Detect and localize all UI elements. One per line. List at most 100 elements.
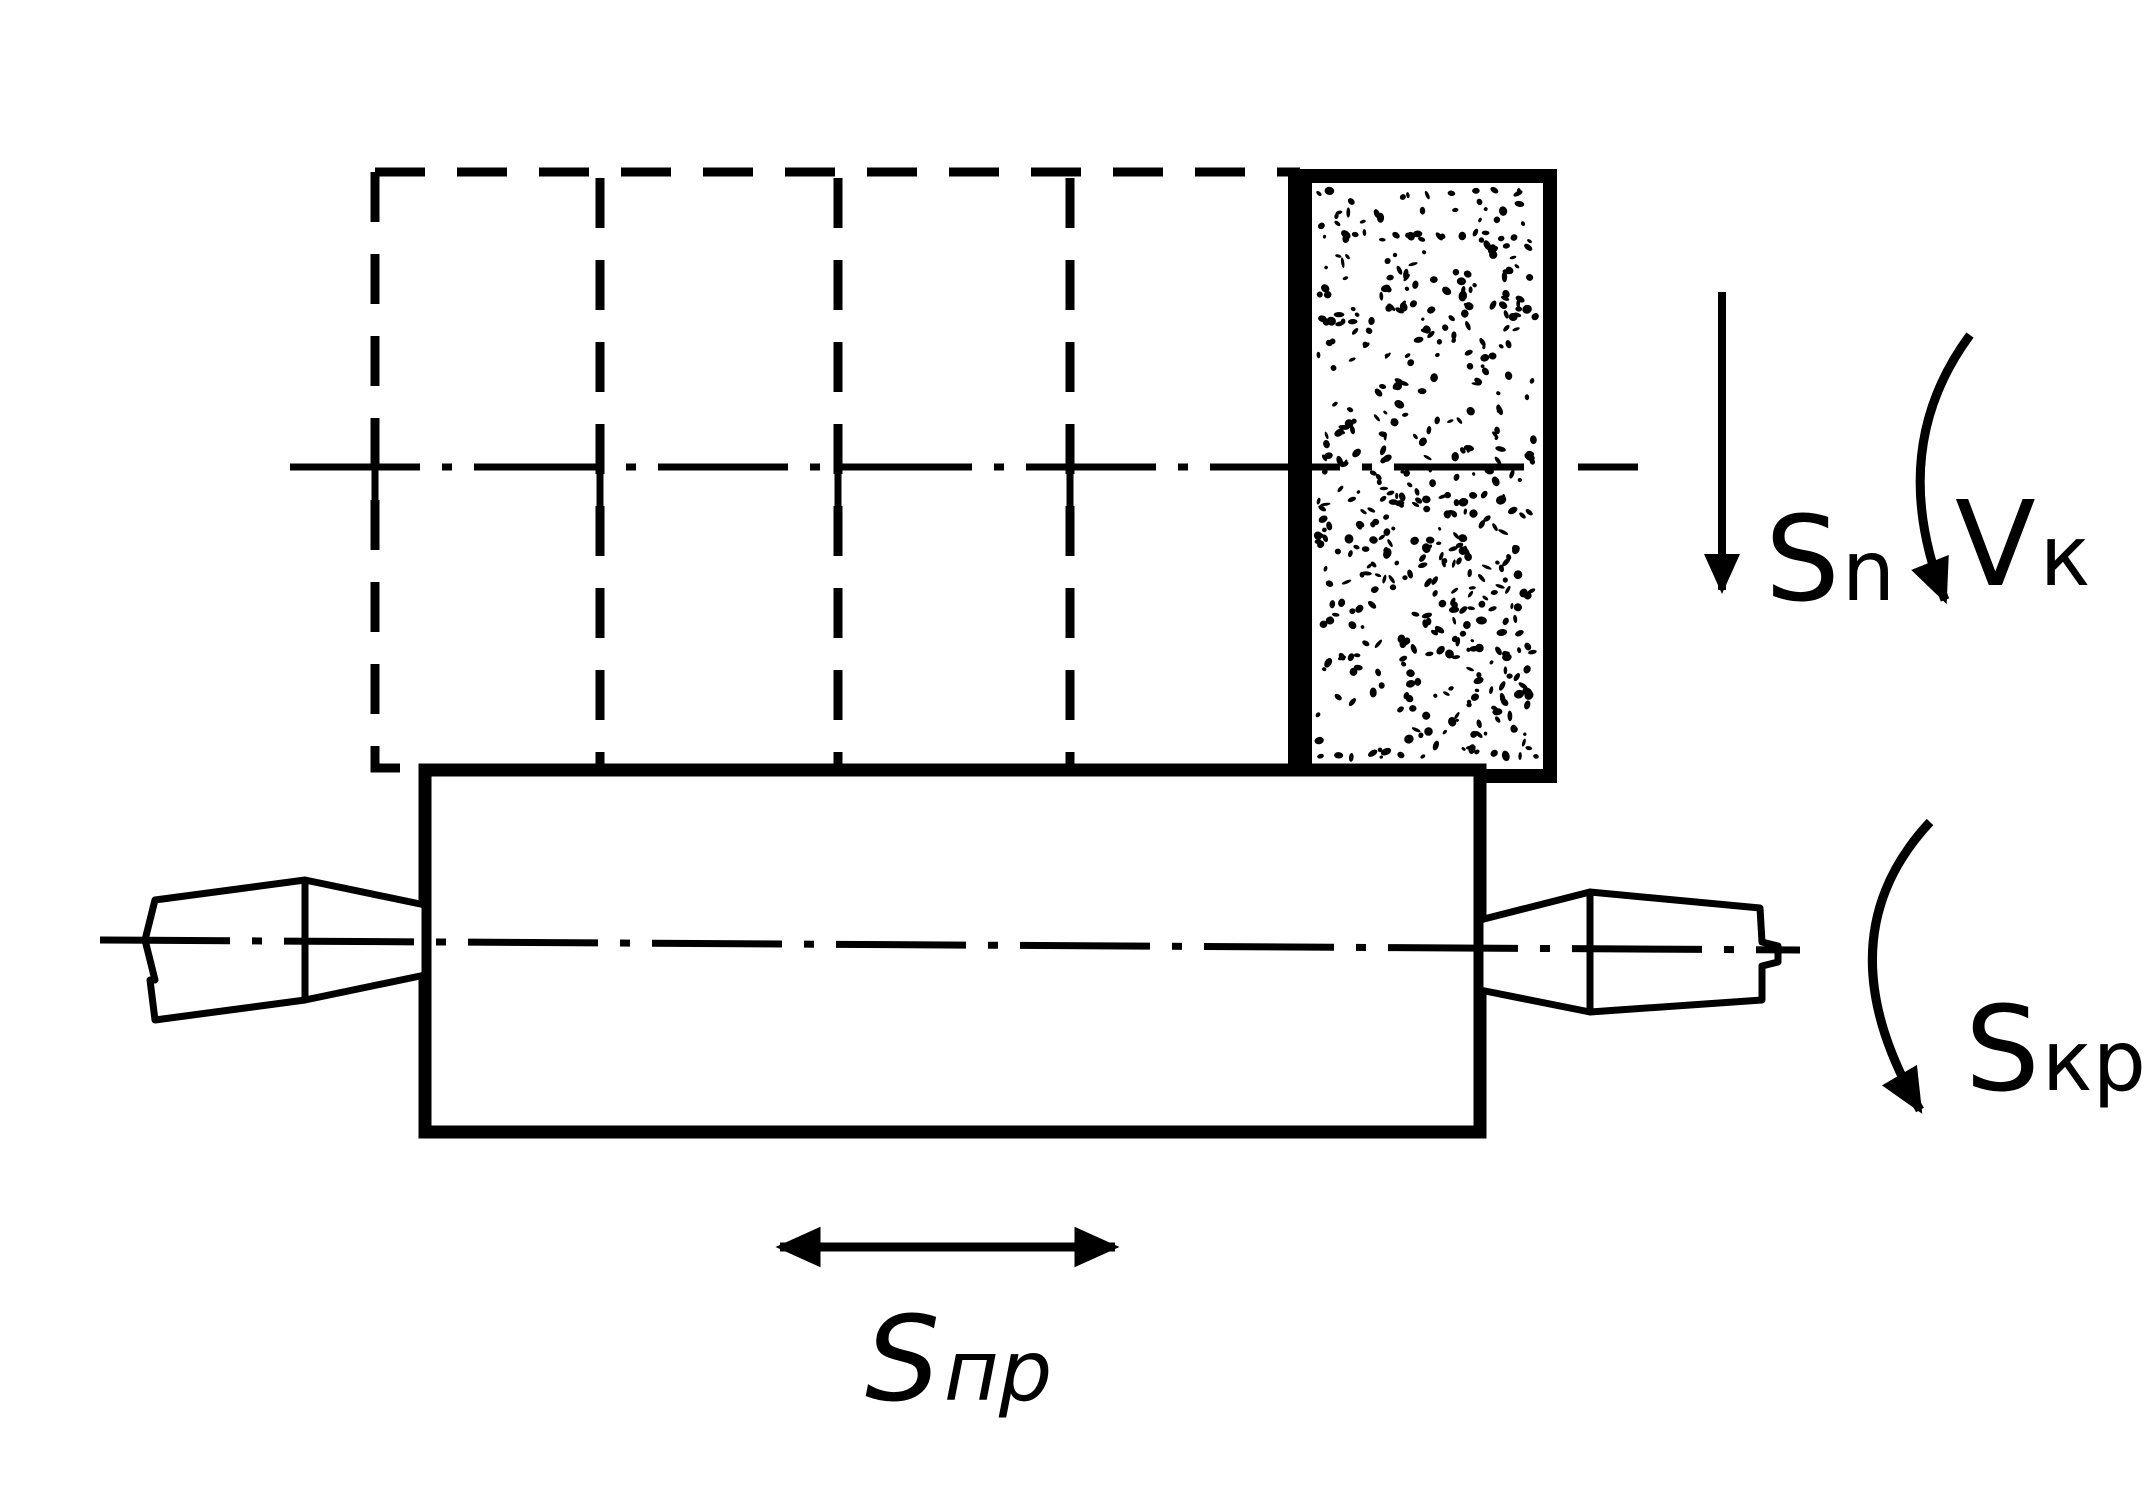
grit-speck bbox=[1330, 365, 1337, 371]
workpiece bbox=[418, 763, 1487, 1139]
grit-speck bbox=[1513, 570, 1523, 580]
grit-speck bbox=[1348, 357, 1356, 362]
grit-speck bbox=[1324, 186, 1335, 196]
grit-speck bbox=[1365, 327, 1373, 335]
grit-speck bbox=[1472, 228, 1479, 237]
grit-speck bbox=[1458, 290, 1468, 302]
grit-speck bbox=[1478, 237, 1485, 243]
grit-speck bbox=[1510, 234, 1518, 241]
label-plunge-feed: Sn bbox=[1765, 490, 1895, 628]
grit-speck bbox=[1519, 512, 1526, 519]
grit-speck bbox=[1520, 221, 1526, 227]
grit-speck bbox=[1401, 661, 1407, 667]
grit-speck bbox=[1438, 494, 1447, 499]
grit-speck bbox=[1404, 353, 1411, 359]
grit-speck bbox=[1404, 734, 1414, 744]
grit-speck bbox=[1395, 307, 1404, 314]
grit-speck bbox=[1470, 639, 1475, 643]
grit-speck bbox=[1360, 509, 1367, 515]
grit-speck bbox=[1452, 268, 1460, 276]
grit-speck bbox=[1434, 416, 1440, 425]
grit-speck bbox=[1469, 645, 1479, 652]
grit-speck bbox=[1323, 439, 1330, 449]
grit-speck bbox=[1515, 629, 1524, 637]
grit-speck bbox=[1325, 616, 1335, 625]
grit-speck bbox=[1394, 399, 1405, 409]
grit-speck bbox=[1502, 577, 1508, 583]
grit-speck bbox=[1412, 230, 1423, 238]
grit-speck bbox=[1522, 687, 1533, 696]
grit-speck bbox=[1510, 603, 1514, 610]
grit-speck bbox=[1518, 752, 1522, 760]
grit-speck bbox=[1368, 317, 1375, 325]
grit-speck bbox=[1399, 302, 1408, 312]
grit-speck bbox=[1465, 745, 1476, 750]
grit-speck bbox=[1391, 526, 1396, 531]
grit-speck bbox=[1490, 186, 1499, 194]
grit-speck bbox=[1335, 254, 1342, 258]
grit-speck bbox=[1521, 738, 1526, 747]
grit-speck bbox=[1518, 682, 1528, 690]
grit-speck bbox=[1513, 190, 1523, 197]
grit-speck bbox=[1497, 235, 1505, 242]
grit-speck bbox=[1347, 318, 1358, 325]
grit-speck bbox=[1409, 705, 1417, 712]
grit-speck bbox=[1318, 515, 1328, 523]
grit-speck bbox=[1348, 753, 1354, 762]
grit-speck bbox=[1442, 324, 1449, 331]
grit-speck bbox=[1344, 534, 1354, 544]
grit-speck bbox=[1505, 340, 1512, 349]
grit-speck bbox=[1527, 588, 1536, 594]
grit-speck bbox=[1411, 611, 1420, 617]
grit-speck bbox=[1318, 505, 1327, 512]
grit-speck bbox=[1367, 507, 1376, 513]
grit-speck bbox=[1471, 382, 1482, 386]
grit-speck bbox=[1458, 497, 1469, 507]
grit-speck bbox=[1505, 585, 1511, 594]
grit-speck bbox=[1333, 312, 1345, 318]
grit-speck bbox=[1519, 588, 1528, 598]
grit-speck bbox=[1325, 580, 1334, 587]
grit-speck bbox=[1411, 501, 1420, 507]
grit-speck bbox=[1398, 380, 1409, 386]
grit-speck bbox=[1506, 673, 1513, 679]
grit-speck bbox=[1423, 505, 1431, 513]
grit-speck bbox=[1523, 665, 1531, 674]
grit-speck bbox=[1503, 666, 1508, 675]
grit-speck bbox=[1467, 606, 1475, 611]
grit-speck bbox=[1524, 642, 1532, 651]
grit-speck bbox=[1445, 649, 1454, 659]
grit-speck bbox=[1329, 600, 1336, 609]
grit-speck bbox=[1380, 747, 1392, 756]
grit-speck bbox=[1495, 560, 1500, 565]
grit-speck bbox=[1513, 312, 1522, 318]
grit-speck bbox=[1334, 220, 1341, 227]
grit-speck bbox=[1472, 283, 1477, 288]
grit-speck bbox=[1467, 590, 1474, 598]
grit-speck bbox=[1495, 446, 1506, 452]
grit-speck bbox=[1384, 352, 1391, 359]
label-longitudinal-feed: Sпр bbox=[865, 1290, 1052, 1428]
grit-speck bbox=[1474, 688, 1480, 693]
grit-speck bbox=[1500, 295, 1510, 301]
grit-speck bbox=[1414, 677, 1422, 686]
grit-speck bbox=[1418, 732, 1424, 739]
grit-speck bbox=[1503, 651, 1510, 657]
circular-feed-arrow bbox=[1867, 818, 1934, 1114]
grit-speck bbox=[1419, 206, 1426, 215]
grit-speck bbox=[1392, 231, 1400, 239]
grit-speck bbox=[1427, 330, 1435, 339]
grit-speck bbox=[1384, 257, 1391, 265]
grit-speck bbox=[1453, 499, 1460, 507]
grit-speck bbox=[1382, 574, 1387, 584]
grit-speck bbox=[1386, 286, 1392, 293]
grit-speck bbox=[1369, 687, 1377, 698]
grit-speck bbox=[1430, 373, 1438, 383]
grit-speck bbox=[1480, 354, 1490, 362]
grit-speck bbox=[1498, 344, 1504, 349]
grit-speck bbox=[1524, 700, 1531, 710]
grit-speck bbox=[1340, 257, 1345, 268]
grit-speck bbox=[1513, 614, 1518, 623]
grit-speck bbox=[1430, 482, 1434, 488]
grit-speck bbox=[1491, 476, 1500, 487]
